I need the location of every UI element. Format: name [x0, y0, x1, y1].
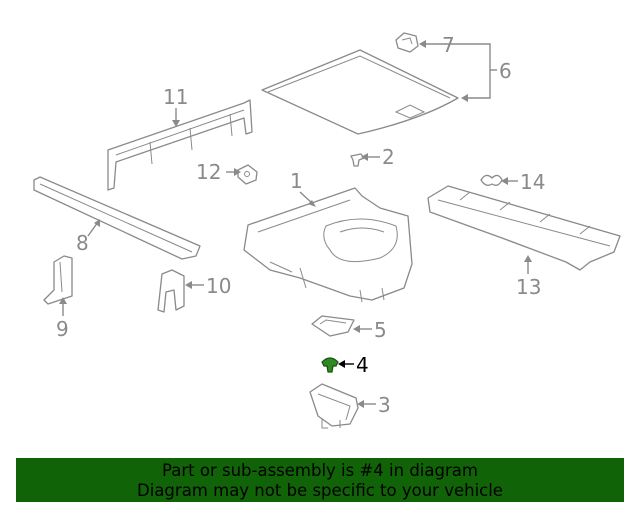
info-banner: Part or sub-assembly is #4 in diagram Di… [16, 458, 624, 502]
part-6-floor-panel[interactable] [261, 49, 459, 135]
callout-labels: 1 2 3 4 5 6 7 8 9 10 11 12 13 14 [56, 33, 545, 417]
part-11-side-rail[interactable] [107, 99, 253, 191]
callout-11: 11 [163, 85, 188, 109]
part-2-push-pin[interactable] [350, 153, 365, 167]
leader-lines [59, 40, 532, 408]
banner-line-disclaimer: Diagram may not be specific to your vehi… [137, 481, 503, 500]
callout-7: 7 [442, 33, 455, 57]
callout-4: 4 [356, 353, 369, 377]
callout-9: 9 [56, 317, 69, 341]
parts-diagram: 1 2 3 4 5 6 7 8 9 10 11 12 13 14 [33, 32, 621, 429]
part-14-wire-clip[interactable] [480, 174, 503, 186]
callout-1: 1 [290, 169, 303, 193]
callout-5: 5 [374, 318, 387, 342]
part-5-pad[interactable] [311, 315, 355, 337]
callout-2: 2 [382, 145, 395, 169]
callout-12: 12 [196, 160, 221, 184]
part-4-clip-highlighted[interactable] [321, 357, 339, 373]
part-8-beam[interactable] [33, 176, 201, 260]
part-7-clip[interactable] [395, 32, 419, 53]
callout-8: 8 [76, 231, 89, 255]
part-13-sill-trim[interactable] [427, 185, 621, 271]
callout-13: 13 [516, 275, 541, 299]
part-3-bin[interactable] [309, 383, 359, 429]
part-12-clip[interactable] [237, 164, 258, 185]
part-10-bracket[interactable] [157, 269, 185, 313]
banner-line-part-number: Part or sub-assembly is #4 in diagram [162, 461, 478, 480]
part-9-bracket[interactable] [43, 255, 73, 305]
callout-3: 3 [378, 393, 391, 417]
part-1-cargo-tub[interactable] [243, 187, 413, 303]
callout-6: 6 [499, 59, 512, 83]
callout-14: 14 [520, 170, 545, 194]
callout-10: 10 [206, 274, 231, 298]
